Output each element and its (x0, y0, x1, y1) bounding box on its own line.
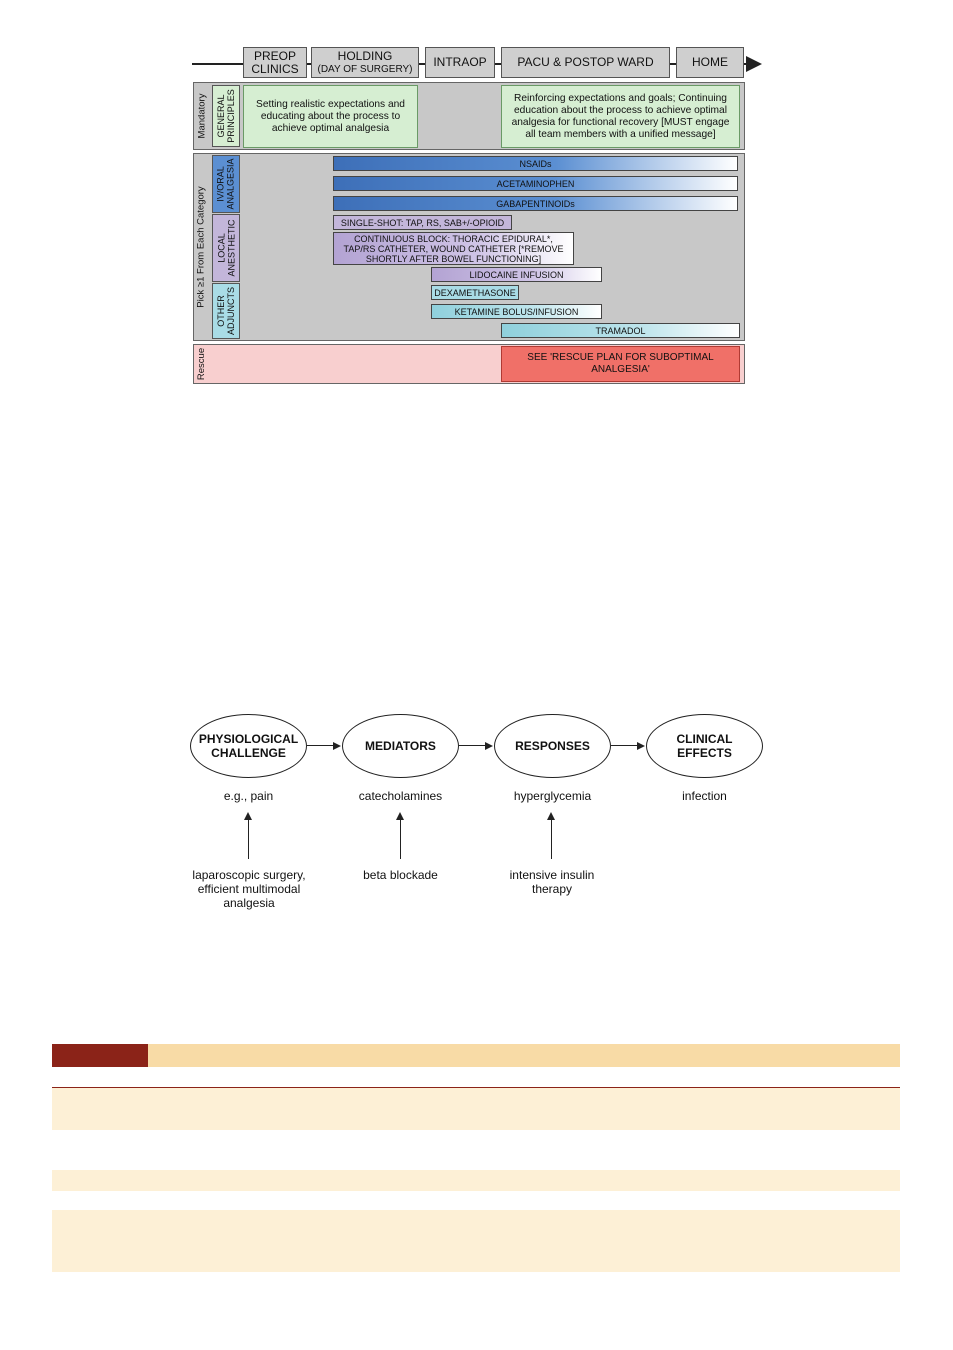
node-clinical-effects: CLINICAL EFFECTS (646, 714, 763, 778)
intervention-line (550, 819, 552, 859)
bar-label: NSAIDs (519, 158, 552, 169)
category-label: OTHER ADJUNCTS (216, 287, 236, 335)
bar-acetaminophen: ACETAMINOPHEN (333, 176, 738, 191)
node-mediators: MEDIATORS (342, 714, 459, 778)
intervention-caption: intensive insulin therapy (509, 868, 595, 896)
node-label-line: CHALLENGE (211, 746, 286, 760)
intervention-arrowhead (244, 812, 252, 820)
bar-continuous-block: CONTINUOUS BLOCK: THORACIC EPIDURAL*, TA… (333, 232, 574, 265)
general-principles-preop-box: Setting realistic expectations and educa… (243, 85, 418, 148)
phase-label: CLINICS (251, 61, 299, 76)
intervention-caption: beta blockade (363, 868, 438, 882)
bar-dexamethasone: DEXAMETHASONE (431, 285, 519, 300)
example-caption: infection (682, 789, 727, 803)
category-label-line: ADJUNCTS (226, 286, 237, 336)
table-header-accent (52, 1044, 148, 1067)
bar-ketamine: KETAMINE BOLUS/INFUSION (431, 304, 602, 319)
phase-pacu-postop-ward: PACU & POSTOP WARD (501, 47, 670, 78)
intervention-line (399, 819, 401, 859)
multimodal-analgesia-figure: PREOP CLINICS HOLDING (DAY OF SURGERY) I… (0, 0, 953, 400)
row-label-text: Rescue (196, 347, 207, 381)
general-principles-postop-text: Reinforcing expectations and goals; Cont… (511, 92, 730, 140)
phase-label: INTRAOP (433, 55, 487, 69)
rescue-plan-text: SEE 'RESCUE PLAN FOR SUBOPTIMAL ANALGESI… (527, 352, 714, 375)
bar-nsaids: NSAIDs (333, 156, 738, 171)
connector-line (307, 745, 334, 747)
rescue-row-label: Rescue (194, 345, 210, 383)
phase-intraop: INTRAOP (425, 47, 495, 78)
connector-line (611, 745, 638, 747)
table-row (52, 1088, 900, 1130)
row-label-text: Mandatory (196, 93, 208, 139)
phase-home: HOME (676, 47, 744, 78)
connector-line (459, 745, 486, 747)
bar-label: ACETAMINOPHEN (496, 178, 575, 189)
row-label-text: Pick ≥1 From Each Category (196, 186, 207, 308)
node-physiological-challenge: PHYSIOLOGICAL CHALLENGE (190, 714, 307, 778)
intervention-line (247, 819, 249, 859)
pick-row-label: Pick ≥1 From Each Category (194, 154, 210, 340)
node-responses: RESPONSES (494, 714, 611, 778)
node-label-line: CLINICAL (676, 732, 733, 746)
category-iv-oral-analgesia: IV/ORAL ANALGESIA (212, 155, 240, 213)
mandatory-row-label: Mandatory (194, 83, 210, 149)
phase-sublabel: (DAY OF SURGERY) (317, 63, 413, 75)
connector-arrowhead (485, 742, 493, 750)
table-row (52, 1210, 900, 1272)
general-principles-postop-box: Reinforcing expectations and goals; Cont… (501, 85, 740, 148)
category-label-line: ANALGESIA (226, 158, 236, 210)
category-local-anesthetic: LOCAL ANESTHETIC (212, 214, 240, 282)
category-other-adjuncts: OTHER ADJUNCTS (212, 283, 240, 339)
stress-response-flow-diagram: PHYSIOLOGICAL CHALLENGE MEDIATORS RESPON… (0, 700, 953, 920)
node-label-line: EFFECTS (677, 746, 732, 760)
category-label: IV/ORAL ANALGESIA (216, 158, 236, 209)
category-label-line: IV/ORAL (216, 166, 226, 202)
phase-label: HOME (692, 55, 728, 69)
example-caption: hyperglycemia (513, 789, 592, 803)
node-label: CLINICAL EFFECTS (677, 732, 733, 760)
phase-label: HOLDING (337, 48, 393, 63)
phase-label: PREOP (253, 48, 296, 63)
category-label-line: GENERAL (216, 94, 226, 138)
category-label: LOCAL ANESTHETIC (216, 219, 236, 276)
phase-label: PACU & POSTOP WARD (517, 55, 654, 69)
rescue-plan-box: SEE 'RESCUE PLAN FOR SUBOPTIMAL ANALGESI… (501, 346, 740, 382)
intervention-arrowhead (396, 812, 404, 820)
bar-label: CONTINUOUS BLOCK: THORACIC EPIDURAL*, TA… (343, 233, 564, 264)
node-label-line: RESPONSES (515, 739, 590, 753)
node-label-line: PHYSIOLOGICAL (198, 732, 299, 746)
category-label: GENERAL PRINCIPLES (216, 89, 236, 143)
table-row (52, 1170, 900, 1191)
bar-tramadol: TRAMADOL (501, 323, 740, 338)
bar-label: DEXAMETHASONE (434, 287, 516, 298)
category-label-line: OTHER (216, 295, 227, 327)
bar-label: KETAMINE BOLUS/INFUSION (454, 306, 579, 317)
connector-arrowhead (637, 742, 645, 750)
bar-gabapentinoids: GABAPENTINOIDs (333, 196, 738, 211)
bar-label: LIDOCAINE INFUSION (469, 269, 564, 280)
node-label: PHYSIOLOGICAL CHALLENGE (199, 732, 298, 760)
example-caption: catecholamines (358, 789, 443, 803)
bar-single-shot-block: SINGLE-SHOT: TAP, RS, SAB+/-OPIOID (333, 215, 512, 230)
example-caption: e.g., pain (223, 789, 274, 803)
connector-arrowhead (333, 742, 341, 750)
category-label-line: PRINCIPLES (226, 89, 236, 143)
node-label-line: MEDIATORS (365, 739, 436, 753)
intervention-caption: laparoscopic surgery, efficient multimod… (192, 868, 306, 910)
intervention-arrowhead (547, 812, 555, 820)
table-header-rule (52, 1087, 900, 1088)
phase-holding: HOLDING (DAY OF SURGERY) (311, 47, 419, 78)
bar-label: GABAPENTINOIDs (496, 198, 575, 209)
bar-label: TRAMADOL (595, 325, 646, 336)
phase-preop-clinics: PREOP CLINICS (243, 47, 307, 78)
category-general-principles: GENERAL PRINCIPLES (212, 85, 240, 147)
timeline-arrowhead (746, 56, 762, 72)
category-label-line: LOCAL (216, 233, 227, 263)
general-principles-preop-text: Setting realistic expectations and educa… (256, 98, 405, 134)
category-label-line: ANESTHETIC (226, 219, 237, 277)
bar-label: SINGLE-SHOT: TAP, RS, SAB+/-OPIOID (340, 217, 505, 228)
table-header-bar (148, 1044, 900, 1067)
bar-lidocaine-infusion: LIDOCAINE INFUSION (431, 267, 602, 282)
